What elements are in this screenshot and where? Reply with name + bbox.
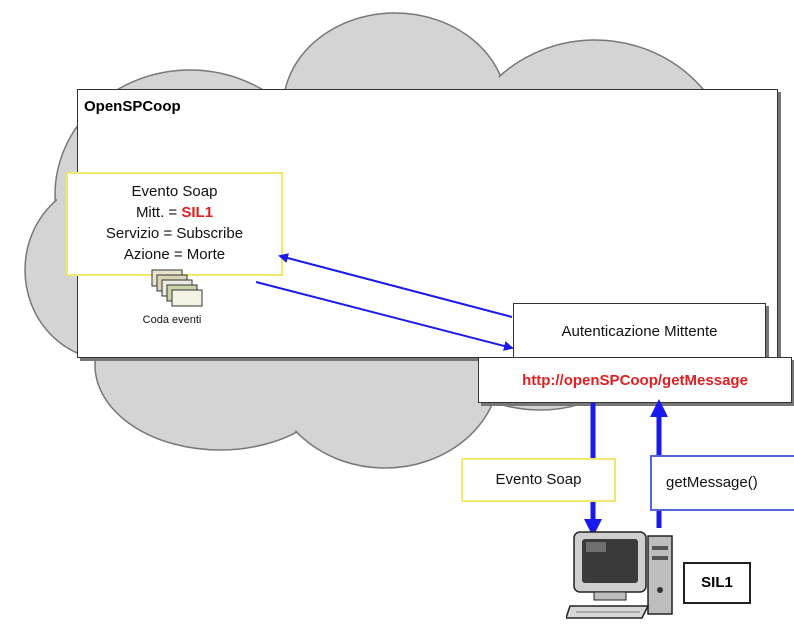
endpoint-url: http://openSPCoop/getMessage — [478, 357, 792, 403]
soap-event-flow-label: Evento Soap — [461, 458, 616, 502]
computer-icon — [566, 531, 673, 619]
event-service: Servizio = Subscribe — [105, 225, 244, 242]
openspcoop-title: OpenSPCoop — [84, 98, 181, 115]
queue-label: Coda eventi — [142, 314, 202, 326]
event-action: Azione = Morte — [123, 246, 226, 263]
message-queue-icon — [151, 269, 203, 307]
client-label: SIL1 — [683, 562, 751, 604]
arrow-queue-to-auth — [255, 281, 514, 351]
event-sender-value: SIL1 — [181, 204, 214, 221]
event-title: Evento Soap — [131, 183, 218, 200]
auth-box: Autenticazione Mittente — [513, 303, 766, 359]
getmessage-flow-label: getMessage() — [650, 455, 794, 511]
event-sender-line: Mitt. = SIL1 — [68, 202, 281, 223]
soap-event-box: Evento Soap Mitt. = SIL1 Servizio = Subs… — [66, 172, 283, 276]
event-sender-prefix: Mitt. = — [135, 204, 182, 221]
arrow-auth-to-event — [278, 253, 513, 318]
